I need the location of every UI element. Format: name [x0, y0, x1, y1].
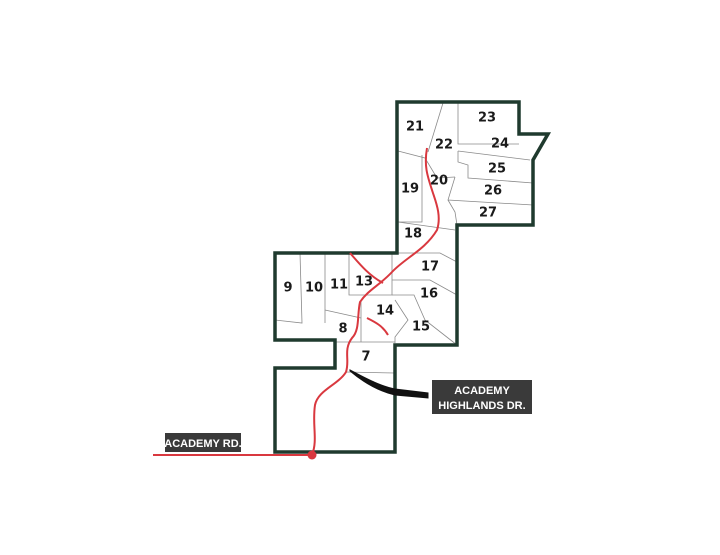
lot-label-25: 25	[488, 162, 506, 177]
lot-label-20: 20	[430, 174, 448, 189]
lot-label-8: 8	[338, 322, 347, 337]
lot-label-15: 15	[412, 320, 430, 335]
entrance-marker	[307, 450, 317, 460]
academy-highlands-dr-label-line1: ACADEMY	[454, 385, 510, 397]
lot-label-13: 13	[355, 275, 373, 290]
lot-label-16: 16	[420, 287, 438, 302]
academy-highlands-dr-label-line2: HIGHLANDS DR.	[438, 400, 525, 412]
lot-label-7: 7	[361, 350, 370, 365]
academy-rd-label: ACADEMY RD.	[164, 433, 242, 452]
academy-highlands-dr-label: ACADEMY HIGHLANDS DR.	[432, 380, 532, 414]
property-boundary	[273, 100, 552, 454]
lot-label-22: 22	[435, 138, 453, 153]
internal-road	[311, 147, 440, 456]
lot-label-14: 14	[376, 304, 394, 319]
lot-label-9: 9	[283, 281, 292, 296]
lot-label-27: 27	[479, 206, 497, 221]
lot-lines	[274, 102, 534, 374]
lot-label-21: 21	[406, 120, 424, 135]
lot-label-17: 17	[421, 260, 439, 275]
lot-label-24: 24	[491, 137, 509, 152]
lot-label-10: 10	[305, 281, 323, 296]
lot-label-26: 26	[484, 184, 502, 199]
lot-label-18: 18	[404, 227, 422, 242]
academy-highlands-dr-private-road	[349, 369, 429, 399]
lot-label-11: 11	[330, 278, 348, 293]
lot-label-19: 19	[401, 182, 419, 197]
academy-rd-label-text: ACADEMY RD.	[164, 438, 241, 450]
lot-label-23: 23	[478, 111, 496, 126]
